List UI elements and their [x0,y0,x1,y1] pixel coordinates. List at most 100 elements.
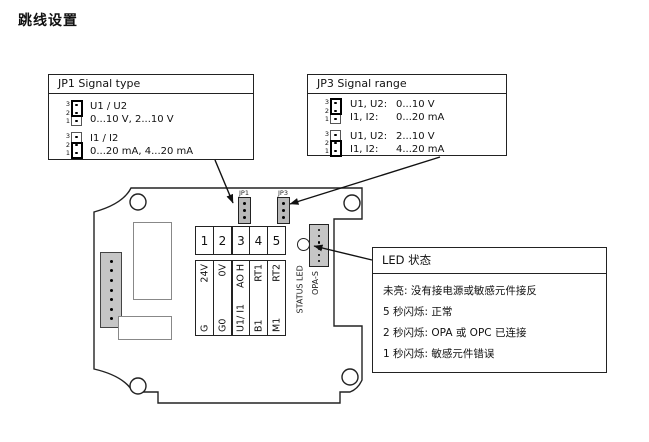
connector-pin-dot [317,259,321,263]
left-connector [100,252,122,328]
pin-number: 2 [65,140,70,149]
signal-name: I1 / I2 [90,133,119,144]
jp1-row-current: 3 2 1 I1 / I2 0...20 mA, 4...20 mA [63,132,194,159]
pin-number: 2 [65,108,70,117]
jp3-row-offset: 3 2 1 U1, U2: 2...10 V I1, I2: 4...20 mA [322,130,445,157]
mounting-hole [343,194,361,212]
connector-pin-dot [109,298,113,302]
signal-value: 0...20 mA [396,112,445,123]
jp1-box-title: JP1 Signal type [49,75,253,94]
terminal-cell: 1 [195,226,214,255]
signal-label: U1, U2: [350,99,388,110]
pin-number: 3 [65,132,70,140]
led-status-row: 未亮: 没有接电源或敏感元件接反 [383,285,537,297]
pin-number: 2 [324,106,329,115]
component-rect [133,222,172,300]
jumper-dot [243,202,246,205]
jp3-box-title: JP3 Signal range [308,75,506,94]
jumper-cap [329,97,342,115]
mounting-hole [341,368,359,386]
component-rect [118,316,172,340]
signal-range: 0...10 V, 2...10 V [90,114,174,125]
terminal-cell: 5 [267,226,286,255]
jp1-row-voltage: 3 2 1 U1 / U2 0...10 V, 2...10 V [63,99,174,126]
led-status-row: 5 秒闪烁: 正常 [383,306,453,318]
status-led-label: STATUS LED [295,265,305,314]
page-title: 跳线设置 [18,13,78,29]
jumper-pin [72,133,81,141]
terminal-label-top: AO H [235,264,247,288]
connector-pin-dot [109,288,113,292]
jumper-icon [70,132,83,159]
signal-label: I1, I2: [350,112,379,123]
led-status-row: 2 秒闪烁: OPA 或 OPC 已连接 [383,327,527,339]
terminal-number-row: 1 2 3 4 5 [195,226,286,255]
terminal-label-bottom: G0 [217,318,228,332]
pin-numbers: 3 2 1 [63,100,70,126]
pin-number: 2 [324,138,329,147]
signal-range: 0...20 mA, 4...20 mA [90,146,194,157]
connector-pin-dot [109,317,113,321]
pin-number: 1 [324,115,329,124]
connector-pin-dot [109,307,113,311]
connector-pin-dot [317,253,321,257]
terminal-label-bottom: M1 [271,317,282,332]
pin-numbers: 3 2 1 [322,98,329,124]
pin-number: 1 [324,147,329,156]
terminal-label-bottom: B1 [253,319,264,332]
terminal-label-cell: G 24V [195,260,214,336]
signal-value: 4...20 mA [396,144,445,155]
jumper-icon [329,97,342,124]
jumper-dot [282,216,285,219]
jp3-jumper [277,197,290,224]
opa-s-connector [309,224,329,267]
terminal-label-cell: B1 RT1 [249,260,268,336]
pin-numbers: 3 2 1 [63,132,70,158]
terminal-label-cell: U1/ I1 AO H [231,260,250,336]
connector-pin-dot [109,278,113,282]
connector-pin-dot [317,247,321,250]
jumper-cap [329,139,342,157]
led-status-row: 1 秒闪烁: 敏感元件错误 [383,348,495,360]
jp3-callout-box: JP3 Signal range 3 2 1 U1, U2: 0...10 V … [307,74,507,157]
jp1-label: JP1 [239,189,249,197]
pin-number: 3 [324,98,329,106]
terminal-label-bottom: U1/ I1 [235,303,247,332]
terminal-label-top: RT1 [253,264,264,282]
jumper-pin [331,131,340,139]
terminal-label-bottom: G [199,324,210,332]
led-box-title: LED 状态 [373,248,606,274]
jumper-icon [70,99,83,126]
connector-pin-dot [109,259,113,263]
terminal-cell: 3 [231,226,250,255]
terminal-label-cell: M1 RT2 [267,260,286,336]
pin-number: 3 [324,130,329,138]
jumper-cap [70,99,83,117]
pin-number: 1 [65,117,70,126]
connector-pin-dot [317,228,321,232]
signal-name: U1 / U2 [90,101,128,112]
jumper-dot [282,209,285,212]
jp3-row-low: 3 2 1 U1, U2: 0...10 V I1, I2: 0...20 mA [322,97,445,124]
jp1-jumper [238,197,251,224]
jumper-pin [72,117,81,125]
pin-number: 1 [65,149,70,158]
jumper-cap [70,141,83,159]
terminal-label-cell: G0 0V [213,260,232,336]
mounting-hole [129,193,147,211]
pin-numbers: 3 2 1 [322,130,329,156]
led-status-box: LED 状态 未亮: 没有接电源或敏感元件接反 5 秒闪烁: 正常 2 秒闪烁:… [372,247,607,373]
connector-pin-dot [317,234,321,238]
terminal-label-top: 0V [217,264,228,277]
terminal-cell: 4 [249,226,268,255]
jumper-pin [331,115,340,123]
connector-pin-dot [317,241,321,244]
jumper-icon [329,130,342,157]
arrow-jp1 [214,159,234,204]
jp3-label: JP3 [278,189,288,197]
terminal-label-top: RT2 [271,264,282,282]
terminal-label-row: G 24V G0 0V U1/ I1 AO H B1 RT1 M1 [195,260,286,336]
arrow-jp3 [289,156,441,205]
